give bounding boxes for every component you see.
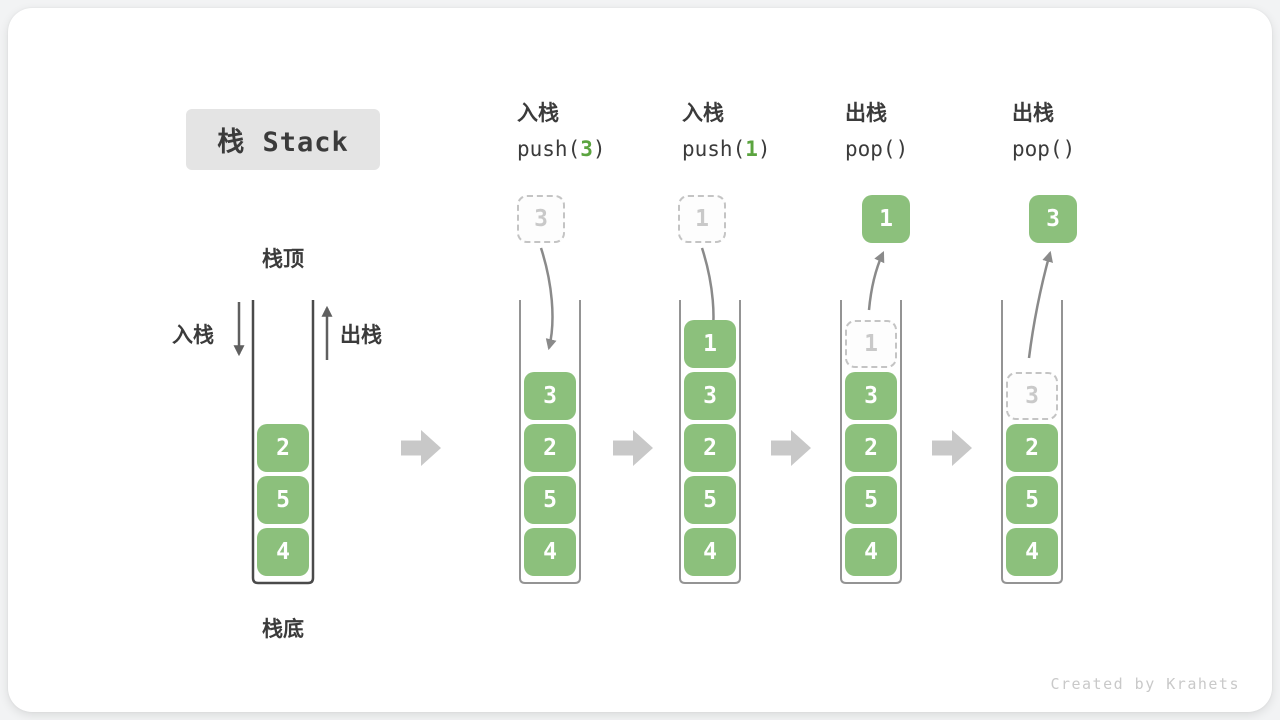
operation-header: 出栈 pop() xyxy=(845,101,908,162)
stack-cell: 2 xyxy=(1006,424,1058,472)
stack-top-label: 栈顶 xyxy=(262,248,304,271)
operation-header: 出栈 pop() xyxy=(1012,101,1075,162)
stack-cell: 2 xyxy=(257,424,309,472)
stack-cell: 2 xyxy=(524,424,576,472)
incoming-element-box: 1 xyxy=(678,195,726,243)
stack-cell: 4 xyxy=(684,528,736,576)
stack-cell: 4 xyxy=(257,528,309,576)
operation-name-label: 出栈 xyxy=(1012,102,1054,125)
stack-cell: 3 xyxy=(845,372,897,420)
stack-cell: 4 xyxy=(1006,528,1058,576)
operation-name-label: 出栈 xyxy=(845,102,887,125)
operation-code-label: push(3) xyxy=(517,137,606,161)
operation-name-label: 入栈 xyxy=(517,102,559,125)
stack-cell: 3 xyxy=(684,372,736,420)
operation-code-label: push(1) xyxy=(682,137,771,161)
stack-cell: 5 xyxy=(257,476,309,524)
diagram-title: 栈 Stack xyxy=(186,109,380,170)
stack-bottom-label: 栈底 xyxy=(262,618,304,641)
stack-cell: 5 xyxy=(845,476,897,524)
stack-cell: 2 xyxy=(684,424,736,472)
stack-cell: 1 xyxy=(684,320,736,368)
stack-cell: 5 xyxy=(684,476,736,524)
stack-ghost-cell: 3 xyxy=(1006,372,1058,420)
stack-cell: 5 xyxy=(524,476,576,524)
operation-code-label: pop() xyxy=(1012,137,1076,161)
stack-cell: 2 xyxy=(845,424,897,472)
stack-cell: 4 xyxy=(845,528,897,576)
stack-cell: 4 xyxy=(524,528,576,576)
operation-code-label: pop() xyxy=(845,137,909,161)
incoming-element-box: 3 xyxy=(517,195,565,243)
pop-side-label: 出栈 xyxy=(340,324,382,347)
operation-code-argument: 3 xyxy=(580,137,593,161)
operation-name-label: 入栈 xyxy=(682,102,724,125)
watermark: Created by Krahets xyxy=(1050,675,1240,693)
stack-cell: 3 xyxy=(524,372,576,420)
stack-ghost-cell: 1 xyxy=(845,320,897,368)
stack-cell: 5 xyxy=(1006,476,1058,524)
operation-header: 入栈 push(3) xyxy=(517,101,606,162)
operation-header: 入栈 push(1) xyxy=(682,101,771,162)
push-side-label: 入栈 xyxy=(172,324,214,347)
operation-code-argument: 1 xyxy=(745,137,758,161)
popped-element-box: 1 xyxy=(862,195,910,243)
popped-element-box: 3 xyxy=(1029,195,1077,243)
